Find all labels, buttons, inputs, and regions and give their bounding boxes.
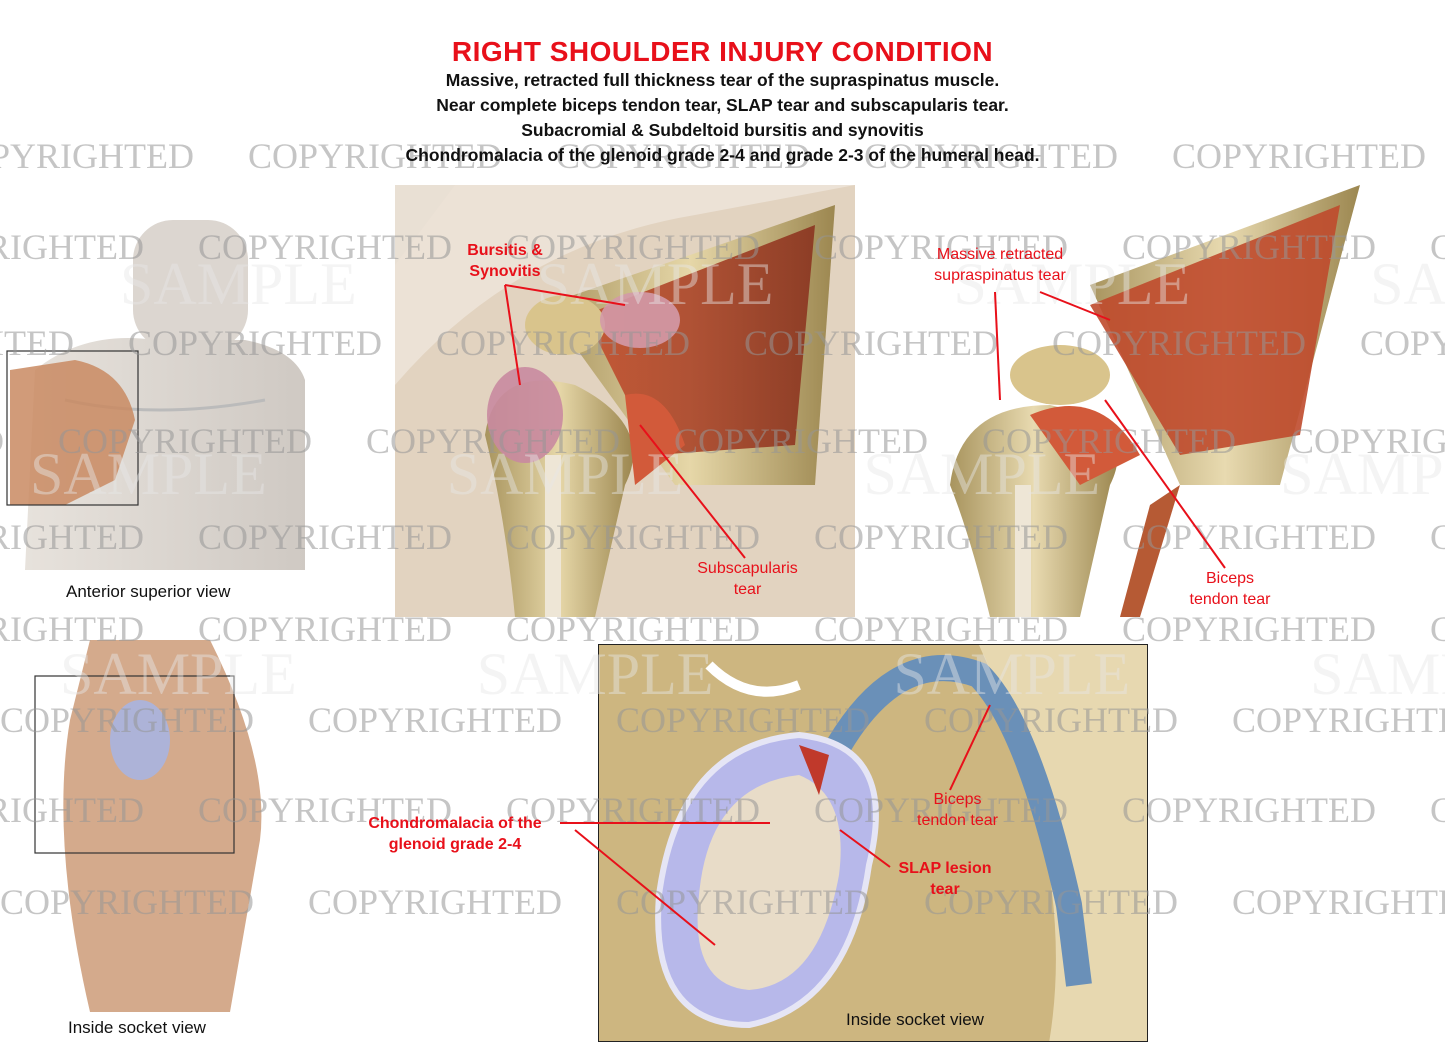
label-biceps-tendon-tear-top: Biceps tendon tear	[1189, 570, 1271, 608]
subtitle-line-4: Chondromalacia of the glenoid grade 2-4 …	[405, 145, 1040, 165]
label-chondromalacia: Chondromalacia of the glenoid grade 2-4	[368, 815, 542, 853]
socket-view-caption: Inside socket view	[846, 1010, 984, 1029]
label-subscapularis-tear: Subscapularis tear	[697, 560, 798, 598]
anterior-body-illustration	[5, 220, 305, 570]
subtitle-line-3: Subacromial & Subdeltoid bursitis and sy…	[521, 120, 924, 140]
subtitle-line-2: Near complete biceps tendon tear, SLAP t…	[436, 95, 1009, 115]
label-slap-lesion-tear: SLAP lesion tear	[898, 860, 992, 898]
label-supraspinatus-tear: Massive retracted supraspinatus tear	[934, 246, 1066, 284]
subtitle-line-1: Massive, retracted full thickness tear o…	[445, 70, 1000, 90]
socket-view-illustration	[598, 644, 1148, 1042]
page-title: RIGHT SHOULDER INJURY CONDITION	[451, 36, 994, 67]
arm-socket-illustration	[30, 640, 270, 1012]
shoulder-bursitis-illustration	[395, 185, 855, 617]
anterior-view-caption: Anterior superior view	[66, 582, 231, 601]
label-bursitis-synovitis: Bursitis & Synovitis	[467, 242, 543, 280]
label-biceps-tendon-tear-bottom: Biceps tendon tear	[917, 791, 998, 829]
shoulder-supraspinatus-illustration	[940, 185, 1370, 617]
arm-view-caption: Inside socket view	[68, 1018, 206, 1037]
